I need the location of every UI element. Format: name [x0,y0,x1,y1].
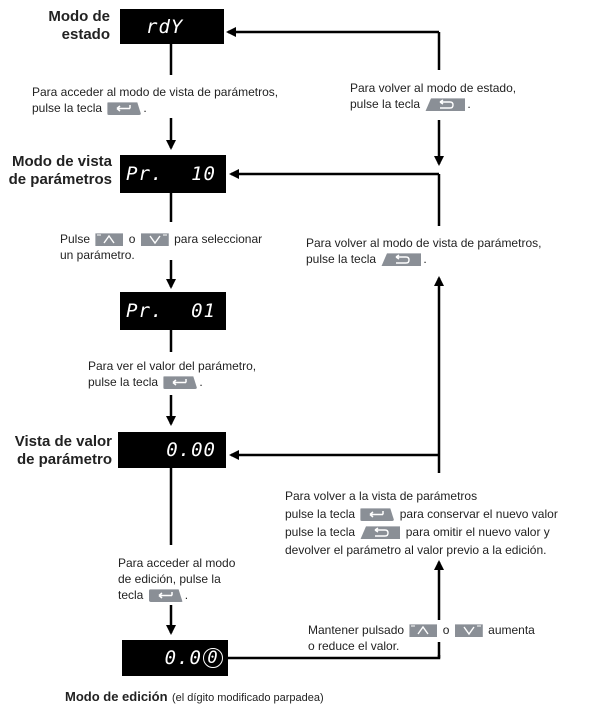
enter-key-icon [148,589,183,603]
instruction-to-edit: Para acceder al modo de edición, pulse l… [118,556,236,603]
instruction-back-param-view: Para volver al modo de vista de parámetr… [306,236,542,267]
enter-key-icon [107,102,142,116]
back-key-icon [425,98,466,112]
up-key-icon [95,233,124,247]
blinking-digit: 0 [203,648,223,668]
param-value-display: 0.00 [118,432,226,468]
down-key-icon [454,624,483,638]
status-display: rdY [120,9,224,44]
instruction-to-param-view: Para acceder al modo de vista de parámet… [32,85,279,116]
enter-key-icon [360,508,395,522]
edit-mode-display: 0.0 0 [122,640,228,676]
param-select-display: Pr. 01 [120,292,226,330]
back-key-icon [360,526,401,540]
instruction-back-status: Para volver al modo de estado, pulse la … [350,81,517,112]
back-key-icon [381,253,422,267]
edit-mode-label: Modo de edición (el dígito modificado pa… [65,689,324,704]
param-view-display: Pr. 10 [120,155,226,193]
instruction-see-value: Para ver el valor del parámetro, pulse l… [88,359,257,390]
instruction-adjust-value: Mantener pulsado o aumenta o reduce el v… [308,623,535,653]
enter-key-icon [163,376,198,390]
instruction-select-param: Pulse o para seleccionar un parámetro. [60,232,263,262]
up-key-icon [409,624,438,638]
instruction-back-from-value: Para volver a la vista de parámetros pul… [285,489,558,557]
down-key-icon [140,233,169,247]
